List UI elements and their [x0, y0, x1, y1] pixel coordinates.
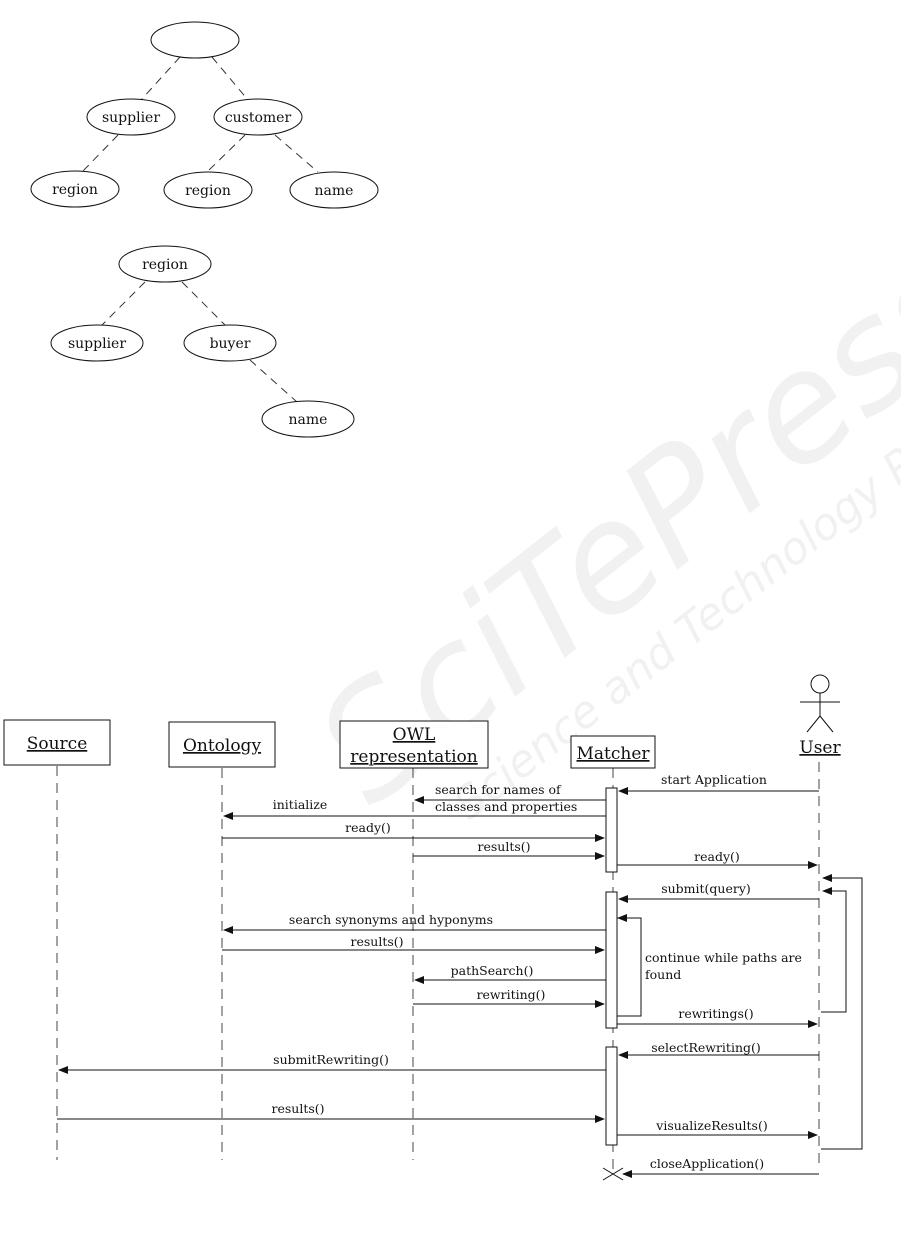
lifelines: [56, 762, 820, 1170]
label-ready-1: ready(): [345, 820, 391, 835]
label-search-names-1: search for names of: [435, 782, 562, 797]
tree-2: [101, 281, 298, 403]
tree-1-nodes: [30, 21, 379, 209]
participant-ontology-label: Ontology: [183, 736, 262, 756]
tree2-node-name: [261, 400, 355, 438]
participant-matcher-label: Matcher: [576, 744, 650, 764]
label-rewritings: rewritings(): [678, 1006, 753, 1021]
participant-source-box: [3, 719, 111, 766]
label-submit-rewriting: submitRewriting(): [273, 1052, 389, 1067]
matcher-activation-1: [605, 787, 618, 873]
label-path-search: pathSearch(): [451, 963, 534, 978]
tree2-node-buyer: [183, 324, 277, 362]
participant-source-label: Source: [27, 734, 88, 754]
participant-owl-box: [339, 720, 489, 769]
tree2-root-node: [118, 245, 212, 283]
tree2-edge-region-buyer: [181, 281, 226, 326]
tree1-edge-root-supplier: [140, 56, 181, 101]
label-select-rewriting: selectRewriting(): [651, 1040, 761, 1055]
tree-1: [81, 56, 319, 173]
tree1-node-supplier: [86, 98, 176, 136]
label-submit-query: submit(query): [661, 881, 751, 896]
label-results-1: results(): [477, 839, 530, 854]
participant-matcher-box: [570, 735, 656, 769]
tree1-node-customer-region: [163, 171, 253, 209]
label-start-application: start Application: [661, 772, 767, 787]
label-search-synonyms: search synonyms and hyponyms: [289, 912, 493, 927]
tree1-node-customer-name: [289, 171, 379, 209]
tree2-node-supplier: [50, 324, 144, 362]
loop-note-line2: found: [645, 967, 681, 982]
matcher-destroy-mark: [602, 1167, 624, 1181]
tree1-supplier-region-label: region: [52, 182, 98, 198]
tree1-edge-supplier-region: [81, 134, 119, 173]
matcher-activation-2: [605, 891, 618, 1029]
tree2-name-label: name: [289, 412, 328, 428]
participant-owl-label-1: OWL: [393, 725, 436, 745]
matcher-activation-3: [605, 1046, 618, 1146]
tree2-buyer-label: buyer: [210, 336, 251, 352]
label-search-names-2: classes and properties: [435, 799, 577, 814]
tree2-supplier-label: supplier: [68, 336, 126, 352]
participant-ontology-box: [168, 721, 276, 768]
loop-note-line1: continue while paths are: [645, 950, 802, 965]
label-results-3: results(): [271, 1101, 324, 1116]
tree1-supplier-label: supplier: [102, 110, 160, 126]
tree1-node-supplier-region: [30, 170, 120, 208]
user-actor-icon: [800, 674, 840, 733]
participant-owl-label-2: representation: [350, 747, 477, 767]
user-loop-outer: [821, 874, 863, 1150]
tree2-edge-region-supplier: [101, 281, 146, 326]
tree2-root-label: region: [142, 257, 188, 273]
label-results-2: results(): [350, 934, 403, 949]
label-rewriting: rewriting(): [477, 987, 546, 1002]
tree1-customer-name-label: name: [315, 183, 354, 199]
participants: [3, 719, 656, 769]
messages: [57, 787, 819, 1178]
tree1-node-customer: [213, 98, 303, 136]
user-loop-inner: [821, 887, 847, 1013]
matcher-self-loop: [617, 917, 642, 1017]
tree2-edge-buyer-name: [249, 359, 298, 403]
activations: [605, 787, 618, 1146]
tree1-edge-root-customer: [211, 56, 249, 101]
tree-2-nodes: [50, 245, 355, 438]
tree1-customer-label: customer: [225, 110, 292, 126]
tree1-root-node: [150, 21, 240, 59]
label-visualize-results: visualizeResults(): [655, 1118, 767, 1133]
tree1-edge-customer-region: [206, 134, 246, 173]
participant-user-label: User: [799, 738, 841, 758]
label-ready-2: ready(): [694, 849, 740, 864]
tree1-edge-customer-name: [274, 134, 319, 173]
label-close-application: closeApplication(): [650, 1156, 764, 1171]
tree1-customer-region-label: region: [185, 183, 231, 199]
label-initialize: initialize: [273, 797, 328, 812]
